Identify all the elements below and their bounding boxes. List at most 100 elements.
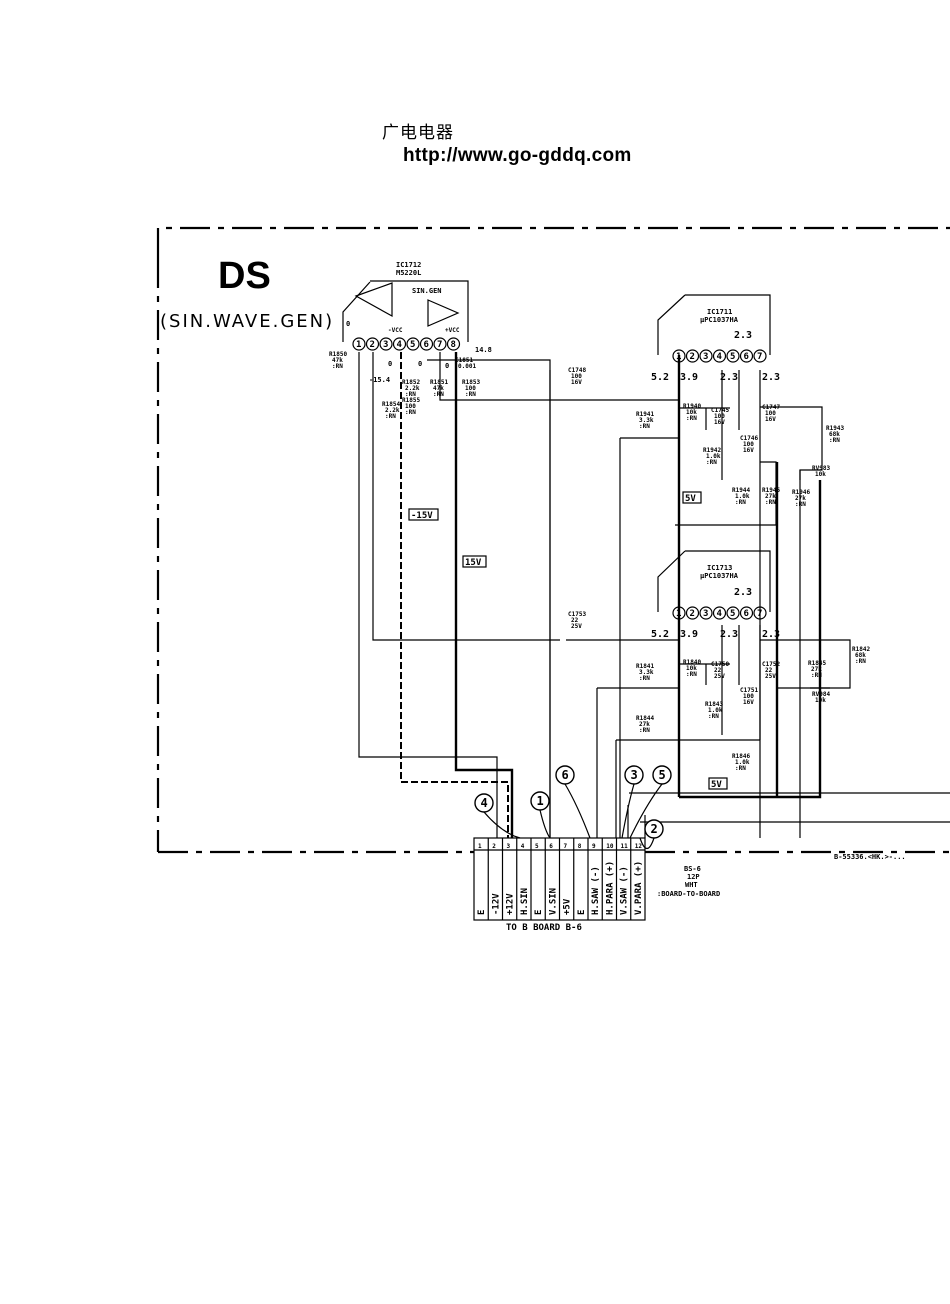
svg-text:100: 100 — [405, 403, 416, 410]
svg-text::RN: :RN — [332, 363, 343, 370]
connector-pin-5: 5E — [534, 843, 544, 915]
ic1711-pin-label: 6 — [744, 352, 749, 362]
svg-text:16V: 16V — [765, 416, 776, 423]
svg-text:C1750: C1750 — [711, 661, 729, 668]
connector-pin-7: 7+5V — [563, 843, 573, 915]
ic1711-pin — [685, 349, 700, 363]
svg-text:47k: 47k — [332, 357, 343, 364]
svg-text:14.8: 14.8 — [475, 346, 492, 354]
svg-text:0: 0 — [445, 362, 449, 370]
site-url[interactable]: http://www.go-gddq.com — [403, 145, 632, 166]
svg-text:5V: 5V — [685, 494, 696, 504]
svg-text:8: 8 — [578, 843, 582, 850]
ic1712-pin — [406, 337, 420, 351]
svg-text:10k: 10k — [815, 471, 826, 478]
neg15v-tag — [408, 508, 439, 521]
svg-text:2.3: 2.3 — [720, 629, 738, 640]
svg-text:R1945: R1945 — [762, 487, 780, 494]
svg-text:R1851: R1851 — [430, 379, 448, 386]
ic1712-pin — [379, 337, 393, 351]
svg-text:2.3: 2.3 — [762, 629, 780, 640]
svg-text:R1941: R1941 — [636, 411, 654, 418]
component-labels: R185047k:RNR18522.2k:RNR185147k:RNR18531… — [329, 351, 870, 772]
svg-text:5: 5 — [659, 768, 666, 782]
ic1712-pin-label: 3 — [383, 340, 388, 350]
svg-text:11: 11 — [621, 843, 629, 850]
ic1713-pin — [726, 606, 740, 620]
ic1712-function: SIN.GEN — [412, 287, 442, 295]
svg-text::RN: :RN — [686, 671, 697, 678]
ic1711-ref: IC1711 — [707, 308, 732, 316]
svg-text:R1852: R1852 — [402, 379, 420, 386]
ic1712-part: M5220L — [396, 269, 421, 277]
opamp-1-icon — [354, 282, 393, 318]
ic1712-pin — [433, 337, 447, 351]
svg-text:100: 100 — [714, 413, 725, 420]
ic1713-pin-label: 3 — [703, 609, 708, 619]
svg-text:4: 4 — [521, 843, 525, 850]
svg-text:27k: 27k — [811, 666, 822, 673]
svg-text:2.2k: 2.2k — [405, 385, 420, 392]
ic1712-pin-label: 7 — [437, 340, 442, 350]
callout-1 — [530, 791, 550, 811]
supply-tags: -15V 15V 5V 5V — [408, 491, 728, 790]
svg-text:100: 100 — [571, 373, 582, 380]
svg-text:5.2: 5.2 — [651, 629, 669, 640]
svg-text:R1845: R1845 — [808, 660, 826, 667]
svg-text:1.0k: 1.0k — [735, 759, 750, 766]
svg-text:-15.4: -15.4 — [369, 376, 390, 384]
callout-3 — [624, 765, 644, 785]
board-subtitle: (SIN.WAVE.GEN) — [160, 311, 334, 332]
svg-text:R1944: R1944 — [732, 487, 750, 494]
svg-text:R1855: R1855 — [402, 397, 420, 404]
footer-code: B-55336.<HK.>-... — [834, 853, 906, 861]
svg-text::BOARD-TO-BOARD: :BOARD-TO-BOARD — [657, 890, 720, 898]
svg-text:5V: 5V — [711, 780, 722, 790]
ic1713-ref: IC1713 — [707, 564, 732, 572]
svg-text:R1846: R1846 — [732, 753, 750, 760]
svg-text:R1843: R1843 — [705, 701, 723, 708]
svg-text:2.3: 2.3 — [734, 587, 752, 598]
svg-text:10k: 10k — [686, 409, 697, 416]
svg-text:25V: 25V — [571, 623, 582, 630]
svg-text:68k: 68k — [829, 431, 840, 438]
svg-text:22: 22 — [714, 667, 722, 674]
svg-text:WHT: WHT — [685, 881, 698, 889]
svg-text:C1753: C1753 — [568, 611, 586, 618]
svg-text:C1748: C1748 — [568, 367, 586, 374]
svg-text:22: 22 — [571, 617, 579, 624]
svg-text::RN: :RN — [639, 727, 650, 734]
svg-text:6: 6 — [562, 768, 569, 782]
pos15v-tag — [462, 555, 487, 568]
ic1711-pin-label: 3 — [703, 352, 708, 362]
ic1713-pin-label: 6 — [744, 609, 749, 619]
connector-pin-2: 2-12V — [491, 843, 501, 915]
svg-text:16V: 16V — [571, 379, 582, 386]
ic1713-pin-label: 5 — [730, 609, 735, 619]
svg-text:1.0k: 1.0k — [708, 707, 723, 714]
svg-text:1: 1 — [478, 843, 482, 850]
svg-text:16V: 16V — [743, 699, 754, 706]
ic1712-neg-supply: -VCC — [388, 327, 403, 334]
svg-text::RN: :RN — [465, 391, 476, 398]
ic1713-pin-label: 4 — [717, 609, 723, 619]
ic1711-pin — [753, 349, 767, 363]
svg-text:15V: 15V — [465, 558, 482, 568]
callout-5 — [652, 765, 672, 785]
svg-text:3: 3 — [631, 768, 638, 782]
svg-text:R1841: R1841 — [636, 663, 654, 670]
